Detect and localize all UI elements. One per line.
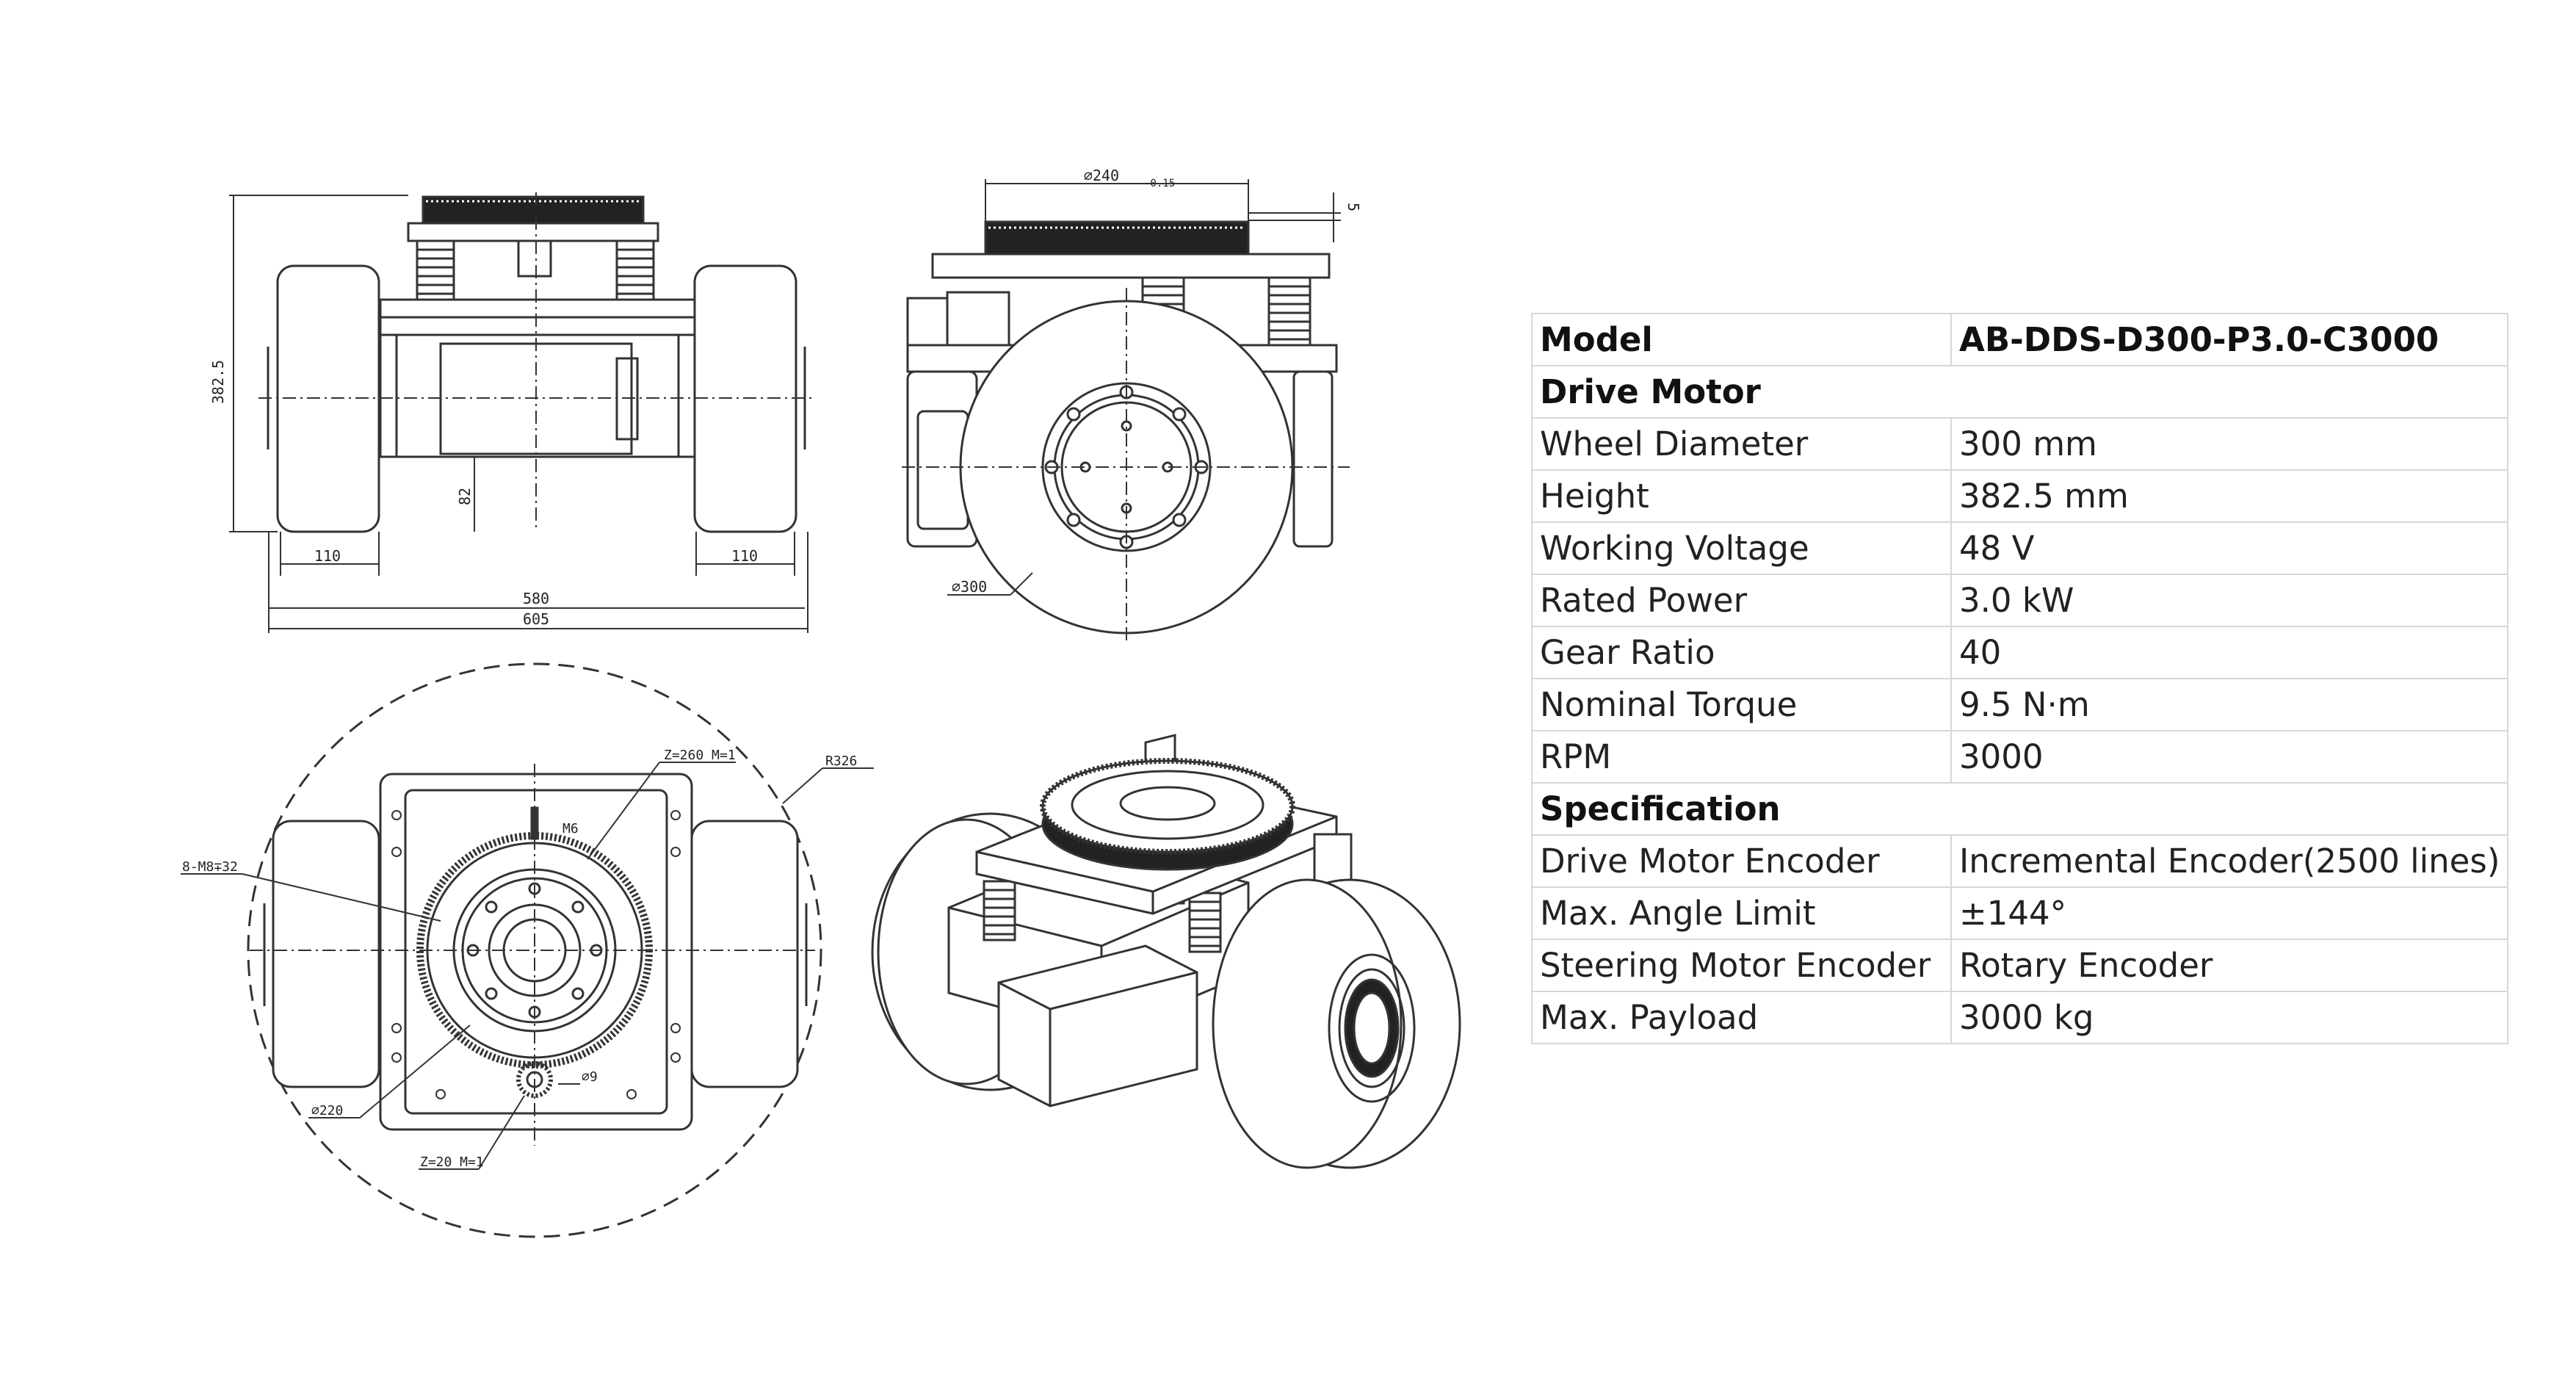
dim-wheel-dia: ⌀300 bbox=[952, 578, 987, 596]
table-row: Nominal Torque 9.5 N·m bbox=[1531, 678, 2509, 731]
front-view-drawing: 382.5 82 110 110 580 605 bbox=[209, 192, 815, 633]
dim-top-plate: ⌀240 bbox=[1084, 167, 1119, 184]
spec-value: 382.5 mm bbox=[1950, 469, 2509, 523]
dim-left-wheel: 110 bbox=[314, 547, 341, 565]
section-row-drive-motor: Drive Motor bbox=[1530, 365, 2509, 419]
spec-value: ±144° bbox=[1950, 886, 2509, 940]
section-drive-motor: Drive Motor bbox=[1530, 365, 2509, 419]
dim-tolerance: -0.15 bbox=[1144, 178, 1175, 189]
spec-value: 3000 kg bbox=[1950, 991, 2509, 1044]
dim-hole: ⌀9 bbox=[582, 1069, 598, 1085]
spec-label: Wheel Diameter bbox=[1531, 417, 1952, 471]
spec-value: 300 mm bbox=[1950, 417, 2509, 471]
spec-label: Height bbox=[1531, 469, 1952, 523]
spec-value: Incremental Encoder(2500 lines) bbox=[1950, 834, 2509, 888]
dim-axle: 82 bbox=[456, 488, 474, 505]
table-row: Gear Ratio 40 bbox=[1531, 626, 2509, 679]
dim-overall-width: 605 bbox=[523, 610, 549, 628]
spec-value: 40 bbox=[1950, 626, 2509, 679]
top-view-drawing: Z=260 M=1 8-M8∓32 M6 R326 ⌀9 ⌀220 Z=20 M… bbox=[181, 662, 874, 1238]
model-value: AB-DDS-D300-P3.0-C3000 bbox=[1950, 313, 2509, 366]
spec-label: Nominal Torque bbox=[1531, 678, 1952, 731]
dim-inner-track: 580 bbox=[523, 590, 549, 607]
isometric-view-drawing bbox=[871, 734, 1461, 1169]
spec-value: 3000 bbox=[1950, 730, 2509, 784]
spec-label: Gear Ratio bbox=[1531, 626, 1952, 679]
table-row: Max. Payload 3000 kg bbox=[1531, 991, 2509, 1044]
spec-value: 3.0 kW bbox=[1950, 574, 2509, 627]
spec-label: Rated Power bbox=[1531, 574, 1952, 627]
dim-thread: M6 bbox=[562, 821, 579, 836]
spec-label: Max. Angle Limit bbox=[1531, 886, 1952, 940]
spec-value: 9.5 N·m bbox=[1950, 678, 2509, 731]
table-row: Drive Motor Encoder Incremental Encoder(… bbox=[1531, 834, 2509, 888]
dim-height: 382.5 bbox=[209, 360, 227, 404]
spec-label: Working Voltage bbox=[1531, 521, 1952, 575]
spec-label: Steering Motor Encoder bbox=[1531, 939, 1952, 992]
side-view-drawing: ⌀240 -0.15 5 ⌀300 bbox=[902, 167, 1362, 640]
spec-table: Model AB-DDS-D300-P3.0-C3000 Drive Motor… bbox=[1530, 313, 2509, 1044]
dim-swing-radius: R326 bbox=[825, 753, 857, 769]
model-label: Model bbox=[1531, 313, 1952, 366]
spec-label: Max. Payload bbox=[1531, 991, 1952, 1044]
table-row: RPM 3000 bbox=[1531, 730, 2509, 784]
dim-bearing-dia: ⌀220 bbox=[311, 1103, 343, 1118]
spec-value: Rotary Encoder bbox=[1950, 939, 2509, 992]
dim-bolt-pattern: 8-M8∓32 bbox=[182, 859, 238, 875]
dim-pinion-spec: Z=20 M=1 bbox=[420, 1154, 484, 1170]
table-row: Steering Motor Encoder Rotary Encoder bbox=[1531, 939, 2509, 992]
table-row: Height 382.5 mm bbox=[1531, 469, 2509, 523]
dim-gear-spec: Z=260 M=1 bbox=[664, 748, 736, 763]
dim-right-wheel: 110 bbox=[731, 547, 758, 565]
table-row: Wheel Diameter 300 mm bbox=[1531, 417, 2509, 471]
spec-label: Drive Motor Encoder bbox=[1531, 834, 1952, 888]
table-row: Working Voltage 48 V bbox=[1531, 521, 2509, 575]
table-row-model: Model AB-DDS-D300-P3.0-C3000 bbox=[1531, 313, 2509, 366]
spec-label: RPM bbox=[1531, 730, 1952, 784]
table-row: Rated Power 3.0 kW bbox=[1531, 574, 2509, 627]
section-row-specification: Specification bbox=[1530, 782, 2509, 836]
dim-plate-thickness: 5 bbox=[1345, 203, 1362, 212]
table-row: Max. Angle Limit ±144° bbox=[1531, 886, 2509, 940]
spec-value: 48 V bbox=[1950, 521, 2509, 575]
section-specification: Specification bbox=[1530, 782, 2509, 836]
